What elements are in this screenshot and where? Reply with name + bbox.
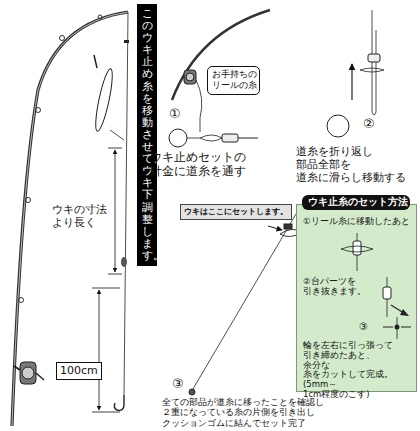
- fishing-rod: [12, 12, 128, 426]
- step-note: 全ての部品が道糸に移ったことを確認し ２重になっている糸の片側を引き出し クッシ…: [162, 397, 324, 428]
- step-number: ③: [172, 376, 184, 392]
- dimension-box-text: 100cm: [60, 364, 98, 378]
- reel-line: [196, 80, 202, 132]
- method-panel-text: ②台パーツを 引き抜きます。: [303, 277, 366, 297]
- rod-guides: [19, 15, 103, 303]
- hook: [114, 395, 124, 410]
- stopper-slide: [327, 10, 384, 137]
- step-note: ウキ止めセットの 針金に道糸を通す: [150, 150, 246, 179]
- note-box-text: ウキはここにセットします。: [184, 207, 288, 217]
- rod-highlight: [12, 12, 128, 426]
- stopper-on-line: [189, 214, 302, 395]
- dimension-tick: [108, 148, 122, 149]
- panel-heading: ウキ止糸のセット方法: [302, 195, 410, 210]
- dimension-tick: [92, 412, 120, 413]
- reel: [14, 362, 44, 384]
- method-panel-text: ③: [359, 321, 368, 333]
- sinker: [121, 257, 127, 267]
- stopper-set: [169, 129, 258, 147]
- callout-box: お手持ちの リールの糸: [207, 66, 260, 95]
- dimension-note: ウキの寸法 より長く: [52, 203, 107, 229]
- method-panel-text: ①リール糸に移動したあと: [303, 217, 410, 227]
- stopper-mark: [124, 40, 129, 43]
- callout-box-text: お手持ちの リールの糸: [212, 69, 257, 92]
- float: [92, 55, 124, 140]
- method-panel-text: 輪を左右に引っ張って 引き締めたあと、余分な 糸をカットして完成。 (5mm～1…: [303, 341, 393, 400]
- dimension-tick: [92, 288, 120, 289]
- small-rod: [172, 10, 270, 100]
- vertical-banner: このウキ止め糸を移動させて、ウキ下調整します。: [137, 4, 157, 266]
- vertical-banner-text: このウキ止め糸を移動させて、ウキ下調整します。: [142, 8, 153, 262]
- method-panel: ①リール糸に移動したあと②台パーツを 引き抜きます。③輪を左右に引っ張って 引き…: [296, 204, 417, 392]
- step-number: ②: [363, 116, 375, 132]
- note-box: ウキはここにセットします。: [180, 204, 292, 220]
- small-reel: [184, 70, 196, 84]
- dimension-line: [115, 150, 116, 272]
- dimension-line: [99, 290, 100, 410]
- dimension-box: 100cm: [56, 362, 102, 380]
- dimension-tick: [108, 274, 122, 275]
- step-note: 道糸を折り返し 部品全部を 道糸に滑らし移動する: [296, 145, 406, 185]
- panel-heading-text: ウキ止糸のセット方法: [308, 196, 408, 209]
- step-number: ①: [169, 106, 181, 122]
- fishing-line: [124, 12, 128, 395]
